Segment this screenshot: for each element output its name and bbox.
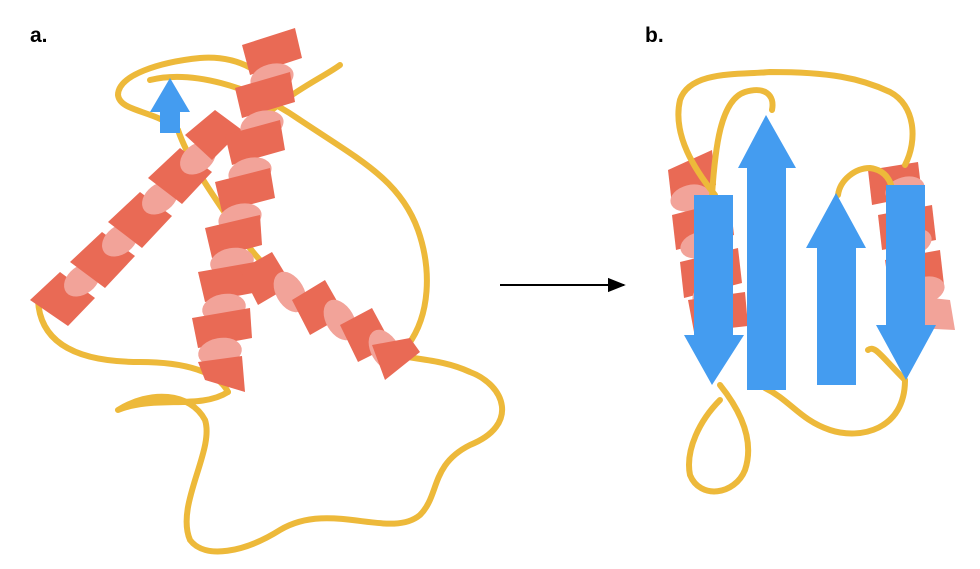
beta-strand-b-4	[876, 185, 936, 380]
beta-strand-b-3	[806, 193, 866, 385]
beta-strand-b-2	[738, 115, 796, 390]
alpha-helix-2	[192, 28, 302, 392]
loop-ribbon-b	[675, 69, 916, 495]
beta-strand-a	[150, 78, 190, 133]
panel-b-structure	[668, 69, 955, 495]
alpha-helix-3	[240, 252, 420, 380]
panel-a-label: a.	[30, 24, 48, 47]
beta-strand-b-1	[684, 195, 744, 385]
alpha-helix-1	[30, 110, 242, 326]
panel-b-label: b.	[645, 24, 664, 47]
panel-a-structure	[30, 28, 505, 555]
